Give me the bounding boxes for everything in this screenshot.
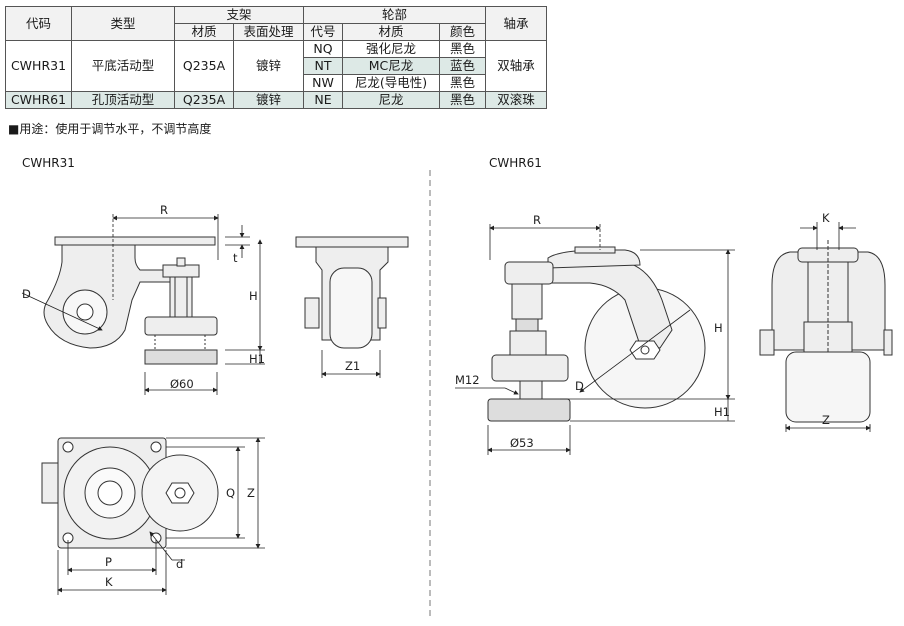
dim-K-right: K — [822, 211, 830, 225]
cell-color: 黑色 — [439, 74, 486, 92]
header-bearing: 轴承 — [485, 6, 547, 41]
cwhr61-front-view — [759, 240, 893, 423]
leveler-cap — [176, 257, 186, 267]
leveler-arm-61 — [504, 261, 554, 285]
header-wheel: 轮部 — [303, 6, 486, 24]
cell-type: 孔顶活动型 — [71, 91, 175, 109]
leveler-pad — [144, 316, 218, 336]
cell-wheel-material: 尼龙(导电性) — [342, 74, 440, 92]
dim-D-left: D — [22, 287, 31, 301]
top-bolt-head-61 — [547, 249, 641, 269]
pad-61 — [491, 354, 569, 382]
cell-wheel-code: NW — [303, 74, 343, 92]
header-bracket: 支架 — [174, 6, 304, 24]
dim-M12: M12 — [455, 373, 480, 387]
dim-Q: Q — [226, 486, 235, 500]
header-surface: 表面处理 — [233, 23, 304, 41]
cwhr61-side-view — [487, 246, 706, 422]
cwhr31-front-view — [295, 236, 409, 349]
cell-code: CWHR31 — [5, 40, 72, 92]
cell-color: 黑色 — [439, 40, 486, 58]
header-material: 材质 — [174, 23, 234, 41]
table-row: NT MC尼龙 蓝色 — [6, 57, 547, 75]
top-tab — [41, 462, 59, 504]
drawing-title-left: CWHR31 — [22, 156, 75, 170]
mount-hole — [150, 441, 162, 453]
front-top-plate — [295, 236, 409, 248]
cell-bearing: 双滚珠 — [485, 91, 547, 109]
dim-H1-right: H1 — [714, 405, 730, 419]
cell-color: 黑色 — [439, 91, 486, 109]
leveler-body-61 — [511, 283, 543, 320]
front-axle-61 — [759, 329, 775, 356]
leveler-nut-61 — [509, 330, 547, 356]
front-wheel — [329, 267, 373, 349]
cell-wheel-material: 尼龙 — [342, 91, 440, 109]
cell-surface: 镀锌 — [233, 91, 304, 109]
base-61 — [487, 398, 571, 422]
dim-H-left: H — [249, 289, 258, 303]
top-plate — [54, 236, 216, 246]
dim-P: P — [105, 555, 112, 569]
dim-R-left: R — [160, 203, 168, 217]
table-row: NW 尼龙(导电性) 黑色 — [6, 74, 547, 92]
cell-bearing: 双轴承 — [485, 40, 547, 92]
table-row: CWHR31 平底活动型 Q235A 镀锌 NQ 强化尼龙 黑色 双轴承 — [5, 40, 547, 92]
leveler-body — [169, 276, 193, 318]
cell-wheel-material: MC尼龙 — [342, 57, 440, 75]
header-color: 颜色 — [439, 23, 486, 41]
leveler-nut — [162, 264, 200, 278]
header-code: 代码 — [5, 6, 72, 41]
dim-Z-right: Z — [822, 413, 830, 427]
front-axle-nut — [304, 297, 320, 329]
dim-Z1: Z1 — [345, 359, 360, 373]
dim-D-right: D — [575, 379, 584, 393]
dim-d: d — [176, 557, 183, 571]
cwhr31-side-view — [43, 236, 218, 365]
cwhr31-side-dims — [21, 214, 265, 395]
spring-61 — [515, 318, 539, 332]
front-axle-end — [377, 297, 387, 329]
mount-hole — [62, 441, 74, 453]
dim-H1-left: H1 — [249, 352, 265, 366]
table-row: CWHR61 孔顶活动型 Q235A 镀锌 NE 尼龙 黑色 双滚珠 — [5, 91, 547, 109]
cell-color: 蓝色 — [439, 57, 486, 75]
usage-note: ■用途：使用于调节水平，不调节高度 — [8, 122, 212, 136]
cell-surface: 镀锌 — [233, 40, 304, 92]
cell-type: 平底活动型 — [71, 40, 175, 92]
spec-table: 代码 类型 支架 轮部 轴承 材质 表面处理 代号 材质 颜色 CWHR31 平… — [5, 6, 547, 109]
cell-code: CWHR61 — [5, 91, 72, 109]
dim-K-left: K — [105, 575, 113, 589]
front-wheel-61 — [785, 351, 871, 423]
dim-t: t — [233, 251, 238, 265]
dim-dia53: Ø53 — [510, 436, 534, 450]
dim-R-right: R — [533, 213, 541, 227]
axle — [76, 303, 94, 321]
cell-wheel-material: 强化尼龙 — [342, 40, 440, 58]
cwhr31-top-view — [41, 437, 219, 549]
header-wheel-code: 代号 — [303, 23, 343, 41]
leveler-base — [144, 349, 218, 365]
dim-dia60: Ø60 — [170, 377, 194, 391]
dim-H-right: H — [714, 321, 723, 335]
cell-wheel-code: NE — [303, 91, 343, 109]
cell-wheel-code: NT — [303, 57, 343, 75]
dim-Z-left: Z — [247, 486, 255, 500]
drawing-title-right: CWHR61 — [489, 156, 542, 170]
